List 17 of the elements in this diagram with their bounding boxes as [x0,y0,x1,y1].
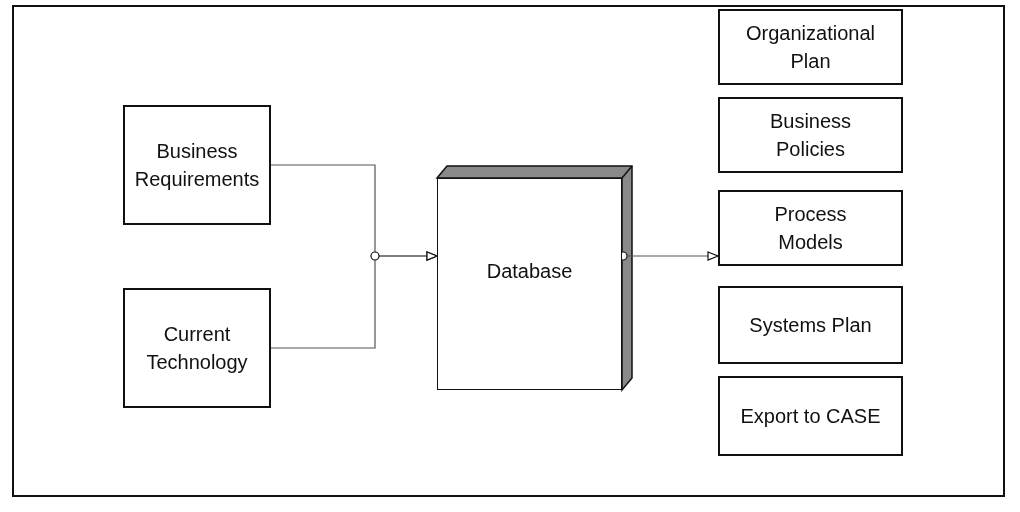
box-label: Systems Plan [749,313,872,338]
box-label: Business Policies [768,109,853,162]
process-box [718,376,903,456]
box-label: Database [486,259,573,284]
process-box [718,97,903,173]
box-label: Process Models [773,202,848,255]
box-label: Export to CASE [740,404,881,429]
process-box [718,190,903,266]
box-label: Current Technology [145,322,249,375]
process-box [718,286,903,364]
box-label: Business Requirements [133,139,261,192]
process-box [123,288,271,408]
box-label: Organizational Plan [745,21,876,74]
arrow [627,251,719,261]
arrow [270,251,438,349]
process-box [123,105,271,225]
process-box [718,9,903,85]
